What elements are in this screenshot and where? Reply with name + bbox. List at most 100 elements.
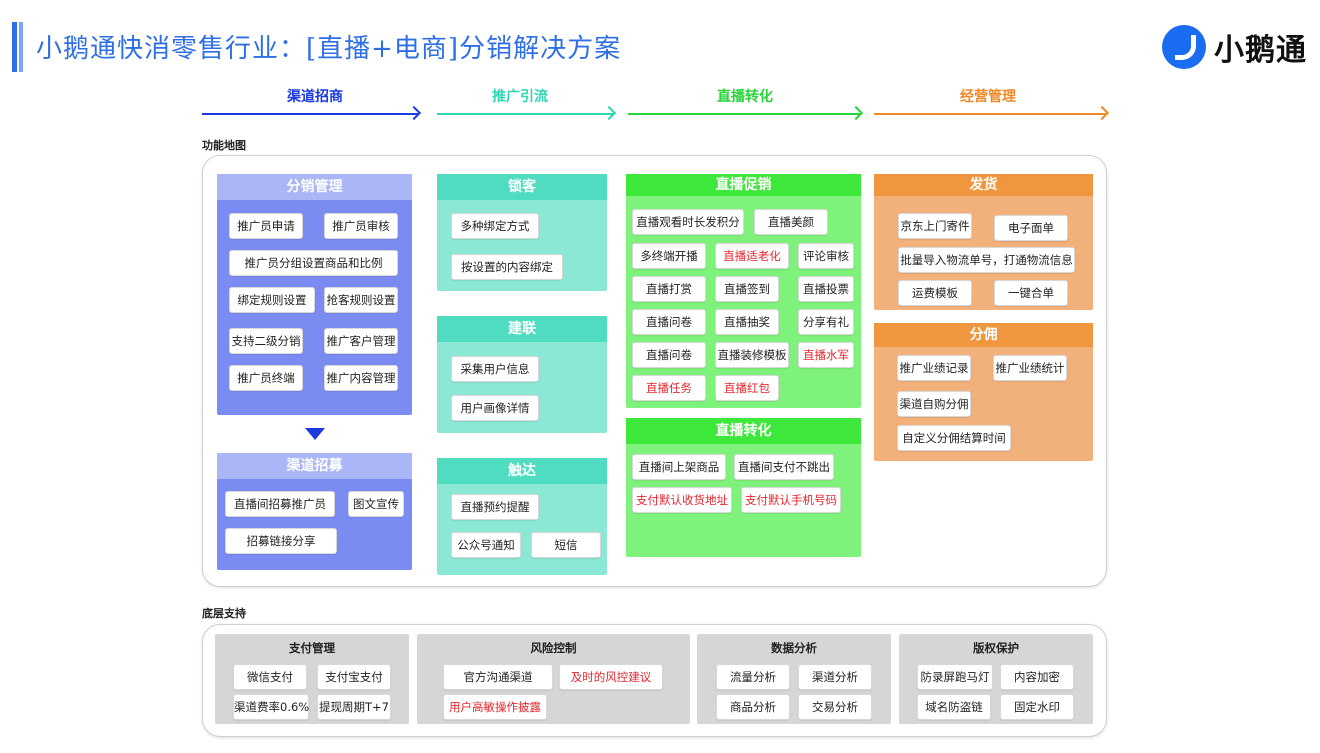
panel-title: 建联 (437, 316, 607, 342)
feature-chip[interactable]: 一键合单 (994, 280, 1068, 306)
down-arrow-icon (305, 428, 325, 440)
support-group-title: 风险控制 (530, 641, 577, 655)
feature-chip[interactable]: 支持二级分销 (229, 328, 303, 354)
feature-chip[interactable]: 支付默认手机号码 (741, 487, 841, 513)
feature-chip[interactable]: 评论审核 (798, 243, 854, 269)
feature-chip[interactable]: 推广员审核 (324, 213, 398, 239)
panel-channel-recruit: 渠道招募 直播间招募推广员 图文宣传 招募链接分享 (217, 453, 412, 570)
section-label-base-support: 底层支持 (202, 607, 246, 620)
feature-chip[interactable]: 官方沟通渠道 (443, 664, 553, 690)
panel-shipping: 发货 京东上门寄件 电子面单 批量导入物流单号，打通物流信息 运费模板 一键合单 (874, 174, 1093, 310)
support-group-copyright: 版权保护 防录屏跑马灯 内容加密 域名防盗链 固定水印 (899, 634, 1093, 724)
title-accent-bar-light (19, 22, 23, 72)
feature-chip[interactable]: 多种绑定方式 (451, 213, 539, 239)
stage-label-4: 经营管理 (960, 89, 1016, 105)
feature-chip[interactable]: 直播观看时长发积分 (632, 209, 744, 235)
feature-chip[interactable]: 直播间支付不跳出 (734, 454, 834, 480)
feature-chip[interactable]: 流量分析 (716, 664, 790, 690)
panel-reach: 触达 直播预约提醒 公众号通知 短信 (437, 458, 607, 575)
feature-chip[interactable]: 直播抽奖 (715, 309, 779, 335)
feature-chip[interactable]: 推广员申请 (229, 213, 303, 239)
support-group-risk: 风险控制 官方沟通渠道 及时的风控建议 用户高敏操作披露 (417, 634, 690, 724)
feature-chip[interactable]: 内容加密 (1000, 664, 1074, 690)
feature-chip[interactable]: 直播间招募推广员 (225, 491, 335, 517)
feature-chip[interactable]: 直播问卷 (632, 342, 706, 368)
feature-chip[interactable]: 直播水军 (798, 342, 854, 368)
feature-chip[interactable]: 渠道费率0.6% (233, 694, 309, 720)
feature-chip[interactable]: 直播问卷 (632, 309, 706, 335)
feature-chip[interactable]: 直播签到 (715, 276, 779, 302)
feature-chip[interactable]: 推广业绩统计 (993, 355, 1067, 381)
feature-chip[interactable]: 按设置的内容绑定 (451, 254, 563, 280)
feature-chip[interactable]: 推广员终端 (229, 365, 303, 391)
support-group-title: 版权保护 (973, 641, 1019, 655)
stage-arrow-3 (628, 113, 860, 115)
feature-chip[interactable]: 提现周期T+7 (317, 694, 391, 720)
panel-title: 锁客 (437, 174, 607, 200)
feature-chip[interactable]: 直播红包 (715, 375, 779, 401)
feature-chip[interactable]: 直播装修模板 (715, 342, 789, 368)
feature-chip[interactable]: 图文宣传 (348, 491, 404, 517)
feature-chip[interactable]: 直播打赏 (632, 276, 706, 302)
support-group-title: 数据分析 (771, 641, 817, 655)
feature-chip[interactable]: 自定义分佣结算时间 (897, 425, 1011, 451)
xiaoetong-logo-icon (1162, 25, 1206, 69)
stage-arrow-4 (874, 113, 1106, 115)
page-title: 小鹅通快消零售行业：[直播+电商]分销解决方案 (36, 34, 622, 64)
panel-title: 发货 (874, 174, 1093, 196)
feature-chip[interactable]: 绑定规则设置 (229, 287, 315, 313)
feature-chip[interactable]: 多终端开播 (632, 243, 706, 269)
panel-build-link: 建联 采集用户信息 用户画像详情 (437, 316, 607, 433)
feature-chip[interactable]: 推广客户管理 (324, 328, 398, 354)
feature-chip[interactable]: 公众号通知 (451, 532, 521, 558)
feature-chip[interactable]: 域名防盗链 (917, 694, 991, 720)
feature-chip[interactable]: 固定水印 (1000, 694, 1074, 720)
panel-distribution-mgmt: 分销管理 推广员申请 推广员审核 推广员分组设置商品和比例 绑定规则设置 抢客规… (217, 174, 412, 415)
feature-chip[interactable]: 抢客规则设置 (324, 287, 398, 313)
brand-logo: 小鹅通 (1162, 25, 1307, 69)
panel-title: 渠道招募 (217, 453, 412, 479)
feature-chip[interactable]: 直播美颜 (754, 209, 828, 235)
section-label-feature-map: 功能地图 (202, 139, 246, 152)
panel-title: 直播转化 (626, 418, 861, 444)
panel-title: 分销管理 (217, 174, 412, 200)
feature-chip[interactable]: 直播投票 (798, 276, 854, 302)
panel-title: 触达 (437, 458, 607, 484)
feature-chip[interactable]: 分享有礼 (798, 309, 854, 335)
feature-chip[interactable]: 推广业绩记录 (897, 355, 971, 381)
feature-chip[interactable]: 渠道分析 (798, 664, 872, 690)
feature-chip[interactable]: 交易分析 (798, 694, 872, 720)
feature-chip[interactable]: 电子面单 (994, 215, 1068, 241)
feature-chip[interactable]: 支付宝支付 (317, 664, 391, 690)
stage-arrow-1 (202, 113, 418, 115)
stage-label-3: 直播转化 (717, 89, 773, 105)
feature-chip[interactable]: 用户画像详情 (451, 395, 539, 421)
feature-chip[interactable]: 直播间上架商品 (632, 454, 726, 480)
feature-chip[interactable]: 短信 (531, 532, 601, 558)
support-group-payment: 支付管理 微信支付 支付宝支付 渠道费率0.6% 提现周期T+7 (215, 634, 409, 724)
feature-chip[interactable]: 商品分析 (716, 694, 790, 720)
feature-chip[interactable]: 及时的风控建议 (559, 664, 663, 690)
feature-chip[interactable]: 京东上门寄件 (898, 213, 972, 239)
feature-chip[interactable]: 批量导入物流单号，打通物流信息 (898, 247, 1075, 273)
stage-label-1: 渠道招商 (287, 89, 343, 105)
feature-chip[interactable]: 渠道自购分佣 (897, 391, 971, 417)
feature-chip[interactable]: 支付默认收货地址 (632, 487, 732, 513)
logo-text: 小鹅通 (1214, 33, 1307, 68)
feature-chip[interactable]: 直播适老化 (715, 243, 789, 269)
feature-chip[interactable]: 用户高敏操作披露 (443, 694, 547, 720)
support-group-data: 数据分析 流量分析 渠道分析 商品分析 交易分析 (697, 634, 891, 724)
feature-chip[interactable]: 采集用户信息 (451, 356, 539, 382)
feature-chip[interactable]: 微信支付 (233, 664, 307, 690)
support-group-title: 支付管理 (289, 641, 335, 655)
panel-title: 分佣 (874, 323, 1093, 347)
feature-chip[interactable]: 直播预约提醒 (451, 494, 539, 520)
feature-chip[interactable]: 推广内容管理 (324, 365, 398, 391)
feature-chip[interactable]: 直播任务 (632, 375, 706, 401)
feature-chip[interactable]: 招募链接分享 (225, 528, 337, 554)
panel-live-promo: 直播促销 直播观看时长发积分 直播美颜 多终端开播 直播适老化 评论审核 直播打… (626, 174, 861, 408)
feature-chip[interactable]: 运费模板 (898, 280, 972, 306)
feature-chip[interactable]: 防录屏跑马灯 (917, 664, 993, 690)
title-accent-bar (12, 22, 17, 72)
feature-chip[interactable]: 推广员分组设置商品和比例 (229, 250, 398, 276)
